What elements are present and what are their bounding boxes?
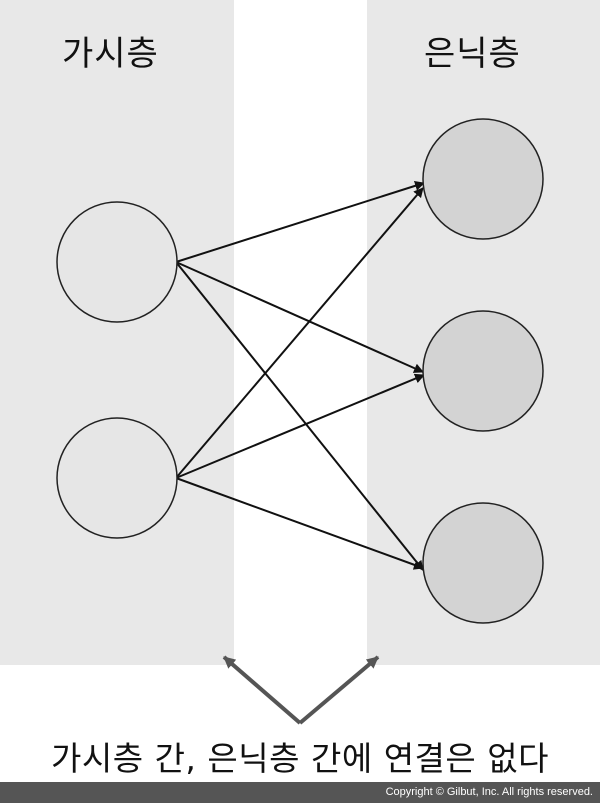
- caption-text: 가시층 간, 은닉층 간에 연결은 없다: [51, 739, 549, 778]
- edge-v1-h3: [175, 261, 424, 571]
- visible-node: [56, 417, 178, 539]
- edge-v2-h1: [175, 187, 424, 479]
- visible-layer-title: 가시층: [62, 34, 159, 74]
- edge-v2-h3: [175, 477, 424, 570]
- hidden-node: [422, 118, 544, 240]
- pointer-arrow-right: [298, 655, 380, 725]
- hidden-layer-title: 은닉층: [424, 34, 521, 74]
- copyright-footer: Copyright © Gilbut, Inc. All rights rese…: [0, 782, 600, 803]
- pointer-arrow-left: [222, 655, 302, 725]
- edge-v2-h2: [175, 373, 425, 479]
- hidden-node: [422, 502, 544, 624]
- visible-node: [56, 201, 178, 323]
- edge-v1-h2: [175, 261, 424, 373]
- hidden-node: [422, 310, 544, 432]
- edge-v1-h1: [175, 180, 425, 263]
- visible-layer-panel: [0, 0, 234, 665]
